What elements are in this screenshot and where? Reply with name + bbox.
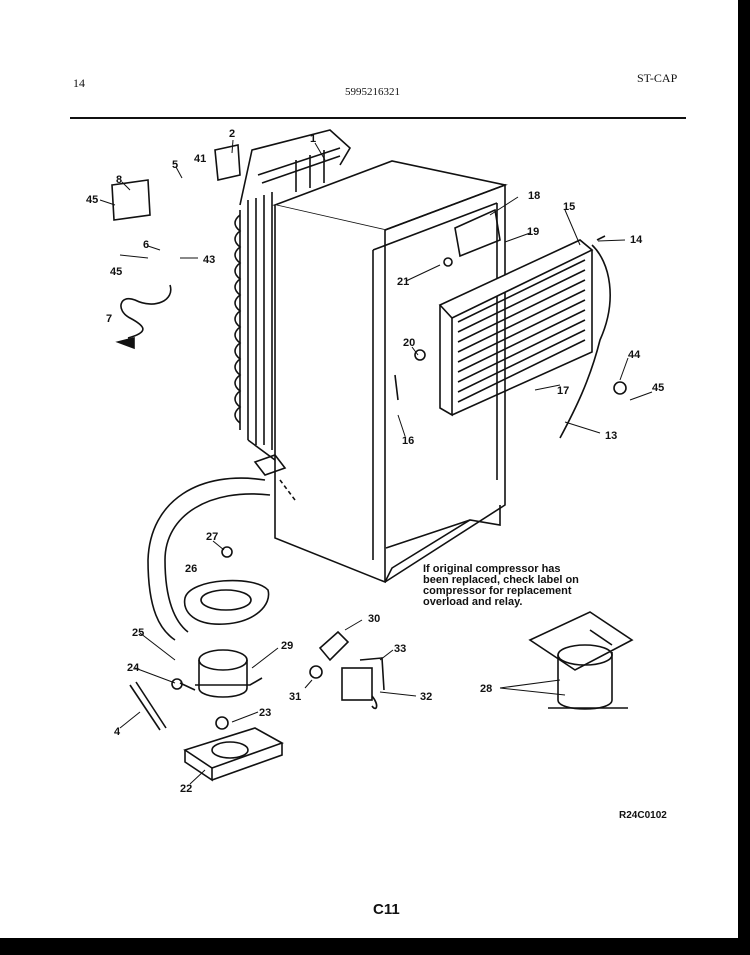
compressor-base-illustration <box>183 727 284 782</box>
callout-19: 19 <box>527 226 539 238</box>
callout-21: 21 <box>397 276 409 288</box>
callout-18: 18 <box>528 190 540 202</box>
note-line-2: been replaced, check label on <box>423 574 579 586</box>
callout-29: 29 <box>281 640 293 652</box>
callout-4: 4 <box>114 726 121 738</box>
callout-32: 32 <box>420 691 432 703</box>
condenser-coil-illustration <box>234 129 352 501</box>
callout-26: 26 <box>185 563 197 575</box>
drain-hose-illustration <box>147 477 271 641</box>
callout-7: 7 <box>106 313 112 325</box>
callout-30: 30 <box>368 613 380 625</box>
callout-31: 31 <box>289 691 301 703</box>
cabinet-illustration <box>272 160 508 584</box>
exploded-parts-diagram: 1 2 4 5 6 7 8 13 14 15 16 17 18 19 20 21… <box>86 128 664 795</box>
callout-23: 23 <box>259 707 271 719</box>
callout-22: 22 <box>180 783 192 795</box>
callout-41: 41 <box>194 153 206 165</box>
callout-44: 44 <box>628 349 641 361</box>
section-code: ST-CAP <box>637 71 678 85</box>
diagram-sheet: { "header": { "page_number": "14", "mode… <box>0 0 738 938</box>
callout-17: 17 <box>557 385 569 397</box>
note-line-4: overload and relay. <box>423 596 523 608</box>
callout-33: 33 <box>394 643 406 655</box>
compressor-note: If original compressor has been replaced… <box>423 564 579 608</box>
callout-45-b: 45 <box>110 266 122 278</box>
callout-6: 6 <box>143 239 149 251</box>
note-line-3: compressor for replacement <box>423 585 572 597</box>
callout-27: 27 <box>206 531 218 543</box>
callout-1: 1 <box>310 133 316 145</box>
drain-pan-illustration <box>183 579 270 625</box>
reference-code: R24C0102 <box>619 810 667 821</box>
callout-16: 16 <box>402 435 414 447</box>
page-number: 14 <box>73 76 85 90</box>
callout-43: 43 <box>203 254 215 266</box>
callout-8: 8 <box>116 174 122 186</box>
callout-45-a: 45 <box>86 194 98 206</box>
power-cord-illustration <box>115 284 172 350</box>
model-number: 5995216321 <box>345 86 400 98</box>
replacement-compressor-illustration <box>528 611 634 710</box>
header-rule <box>70 117 686 119</box>
callout-13: 13 <box>605 430 617 442</box>
callout-14: 14 <box>630 234 643 246</box>
callout-15: 15 <box>563 201 575 213</box>
callout-2: 2 <box>229 128 235 140</box>
evaporator-illustration <box>438 235 611 439</box>
callout-20: 20 <box>403 337 415 349</box>
callout-28: 28 <box>480 683 492 695</box>
note-line-1: If original compressor has <box>423 563 561 575</box>
footer-page-code: C11 <box>373 901 400 918</box>
small-parts-illustration <box>111 144 627 731</box>
leader-lines <box>99 139 653 785</box>
callout-5: 5 <box>172 159 178 171</box>
callout-45-c: 45 <box>652 382 664 394</box>
callout-24: 24 <box>127 662 140 674</box>
callout-25: 25 <box>132 627 144 639</box>
compressor-illustration <box>179 649 263 698</box>
